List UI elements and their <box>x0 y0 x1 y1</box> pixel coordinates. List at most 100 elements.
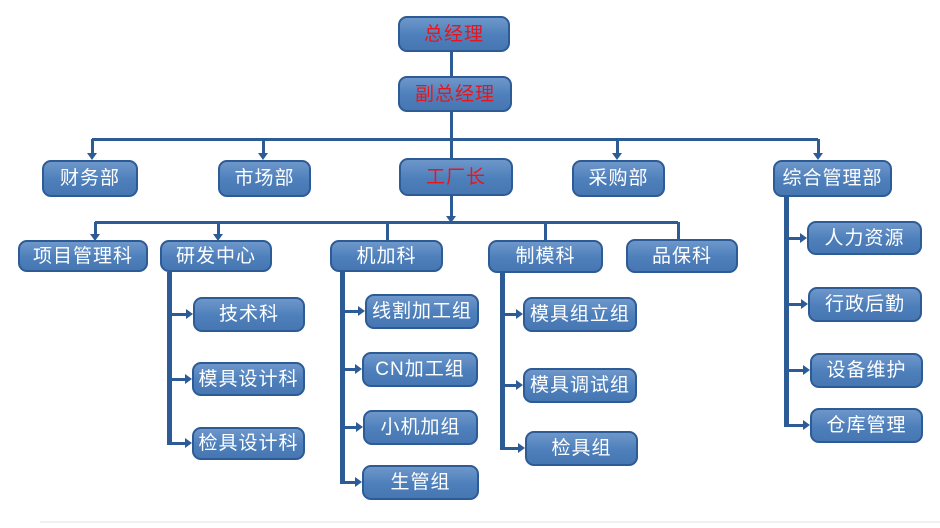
connector-line <box>786 423 804 427</box>
org-node-label: 财务部 <box>59 168 120 189</box>
connector-line <box>95 220 678 224</box>
org-node-label: 技术科 <box>218 304 279 325</box>
org-node-small-machining-group: 小机加组 <box>363 410 478 445</box>
org-node-mold-debugging-group: 模具调试组 <box>523 368 637 403</box>
org-node-cn-machining-group: CN加工组 <box>362 352 478 387</box>
connector-arrow-right <box>516 380 523 390</box>
connector-arrow-down <box>213 234 223 241</box>
connector-line <box>502 312 517 316</box>
org-node-label: 研发中心 <box>175 245 256 267</box>
org-node-rnd-center: 研发中心 <box>160 240 272 272</box>
connector-arrow-right <box>185 374 192 384</box>
connector-arrow-down <box>446 216 456 223</box>
org-node-mold-making-section: 制模科 <box>488 240 603 273</box>
org-node-purchasing-dept: 采购部 <box>572 160 665 197</box>
org-node-general-admin-dept: 综合管理部 <box>773 160 892 197</box>
org-node-general-manager: 总经理 <box>398 16 510 52</box>
connector-line <box>449 196 453 217</box>
org-node-label: 生管组 <box>390 472 451 493</box>
org-node-label: 模具调试组 <box>529 375 630 396</box>
org-node-marketing-dept: 市场部 <box>218 160 311 197</box>
connector-line <box>342 425 357 429</box>
connector-arrow-right <box>185 438 192 448</box>
org-node-label: 模具组立组 <box>529 304 630 325</box>
org-node-label: 小机加组 <box>380 417 461 438</box>
org-node-label: 线割加工组 <box>371 301 472 322</box>
connector-line <box>342 480 356 484</box>
connector-arrow-down <box>90 234 100 241</box>
org-node-wire-cutting-group: 线割加工组 <box>365 294 479 329</box>
org-node-label: 项目管理科 <box>32 245 133 267</box>
connector-line <box>449 112 453 161</box>
org-node-gauge-design-section: 检具设计科 <box>192 427 305 460</box>
org-node-label: 制模科 <box>515 246 576 267</box>
connector-line <box>543 222 547 242</box>
connector-line <box>342 367 356 371</box>
connector-arrow-down <box>612 153 622 160</box>
connector-line <box>90 139 94 154</box>
org-node-technology-section: 技术科 <box>193 297 305 332</box>
connector-line <box>502 383 517 387</box>
org-node-label: 品保科 <box>651 245 712 267</box>
connector-arrow-right <box>801 299 808 309</box>
org-node-label: CN加工组 <box>375 359 465 380</box>
connector-arrow-down <box>258 153 268 160</box>
connector-arrow-right <box>358 306 365 316</box>
connector-line <box>786 368 804 372</box>
org-node-label: 机加科 <box>356 245 417 267</box>
connector-line <box>169 377 186 381</box>
org-node-label: 设备维护 <box>826 360 907 381</box>
connector-line <box>339 272 345 484</box>
page-edge-line <box>40 521 940 523</box>
connector-line <box>783 197 789 427</box>
connector-line <box>816 139 820 154</box>
org-node-label: 采购部 <box>588 168 649 189</box>
connector-arrow-right <box>516 309 523 319</box>
connector-arrow-right <box>803 420 810 430</box>
org-node-human-resources: 人力资源 <box>807 221 922 255</box>
connector-arrow-right <box>800 233 807 243</box>
connector-arrow-right <box>355 364 362 374</box>
org-node-label: 人力资源 <box>824 227 905 249</box>
connector-line <box>385 222 389 242</box>
connector-line <box>449 52 453 76</box>
org-node-mold-assembly-group: 模具组立组 <box>523 297 637 332</box>
org-node-label: 检具组 <box>551 438 612 459</box>
connector-arrow-right <box>356 422 363 432</box>
connector-line <box>499 273 505 450</box>
org-node-quality-assurance: 品保科 <box>626 239 738 273</box>
org-node-label: 副总经理 <box>414 83 495 105</box>
connector-arrow-right <box>803 365 810 375</box>
org-node-admin-logistics: 行政后勤 <box>808 287 922 322</box>
connector-line <box>261 139 265 154</box>
connector-line <box>166 272 172 445</box>
connector-line <box>342 309 359 313</box>
connector-line <box>216 222 220 235</box>
connector-line <box>92 137 818 141</box>
connector-line <box>676 222 680 241</box>
connector-line <box>93 222 97 235</box>
org-node-label: 行政后勤 <box>824 294 905 315</box>
org-node-label: 综合管理部 <box>782 168 883 189</box>
org-node-project-management: 项目管理科 <box>18 240 148 272</box>
connector-arrow-down <box>813 153 823 160</box>
org-node-label: 总经理 <box>423 23 484 45</box>
connector-line <box>169 441 186 445</box>
connector-arrow-down <box>87 153 97 160</box>
org-node-production-control: 生管组 <box>362 465 479 500</box>
org-node-label: 模具设计科 <box>198 368 299 390</box>
org-node-machining-section: 机加科 <box>330 240 443 272</box>
org-node-gauge-group: 检具组 <box>525 431 638 466</box>
org-node-deputy-general-manager: 副总经理 <box>398 76 512 112</box>
connector-line <box>502 446 519 450</box>
org-node-label: 检具设计科 <box>198 433 299 454</box>
org-node-warehouse-management: 仓库管理 <box>810 408 923 443</box>
connector-line <box>169 312 187 316</box>
org-node-label: 仓库管理 <box>826 415 907 436</box>
org-node-finance-dept: 财务部 <box>42 160 138 197</box>
connector-arrow-right <box>355 477 362 487</box>
connector-line <box>615 139 619 154</box>
connector-arrow-right <box>518 443 525 453</box>
org-node-equipment-maintenance: 设备维护 <box>810 353 923 388</box>
